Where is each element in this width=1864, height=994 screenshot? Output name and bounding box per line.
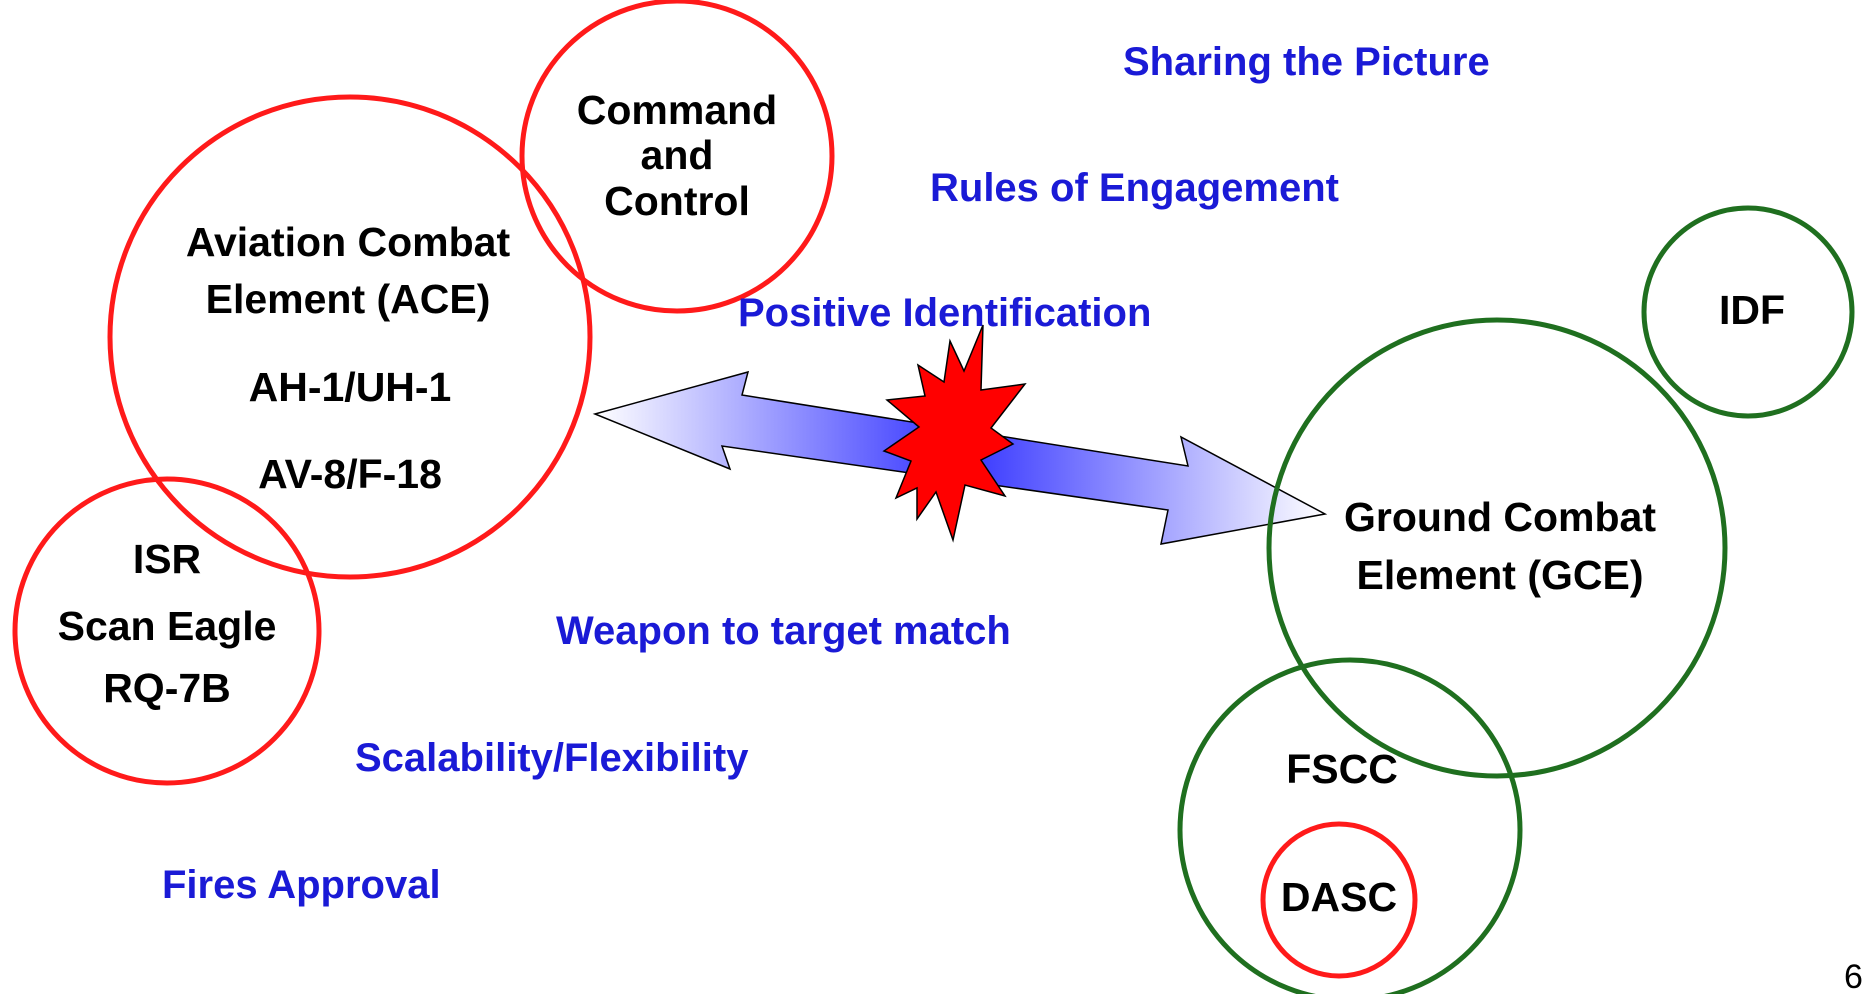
page-number: 6 bbox=[1844, 958, 1863, 994]
dasc-circle bbox=[1260, 821, 1418, 979]
gce-title-line1: Ground Combat bbox=[1344, 494, 1656, 540]
idf-label: IDF bbox=[1719, 287, 1785, 333]
ace-aircraft-rotary: AH-1/UH-1 bbox=[249, 364, 452, 410]
isr-line1: ISR bbox=[133, 536, 201, 582]
ace-title-line2: Element (ACE) bbox=[206, 276, 491, 322]
idf-circle bbox=[1641, 205, 1855, 419]
c2-line1: Command bbox=[577, 87, 777, 133]
fscc-circle bbox=[1177, 657, 1523, 994]
theme-scalability-flexibility: Scalability/Flexibility bbox=[355, 736, 749, 780]
dasc-label: DASC bbox=[1281, 874, 1397, 920]
theme-fires-approval: Fires Approval bbox=[162, 863, 441, 907]
c2-line2: and bbox=[641, 132, 714, 178]
explosion-burst-icon bbox=[882, 324, 1027, 543]
theme-sharing-the-picture: Sharing the Picture bbox=[1123, 40, 1490, 84]
ace-title-line1: Aviation Combat bbox=[186, 219, 511, 265]
isr-line2: Scan Eagle bbox=[58, 603, 277, 649]
ace-aircraft-fixed: AV-8/F-18 bbox=[258, 451, 442, 497]
theme-positive-identification: Positive Identification bbox=[738, 291, 1151, 335]
ace-circle bbox=[107, 94, 593, 580]
command-and-control-circle bbox=[519, 0, 835, 314]
c2-line3: Control bbox=[604, 178, 750, 224]
gce-circle bbox=[1266, 317, 1728, 779]
theme-rules-of-engagement: Rules of Engagement bbox=[930, 166, 1339, 210]
fscc-label: FSCC bbox=[1286, 746, 1398, 792]
isr-line3: RQ-7B bbox=[103, 665, 231, 711]
gce-title-line2: Element (GCE) bbox=[1356, 552, 1643, 598]
theme-weapon-to-target-match: Weapon to target match bbox=[556, 609, 1011, 653]
isr-circle bbox=[12, 476, 322, 786]
